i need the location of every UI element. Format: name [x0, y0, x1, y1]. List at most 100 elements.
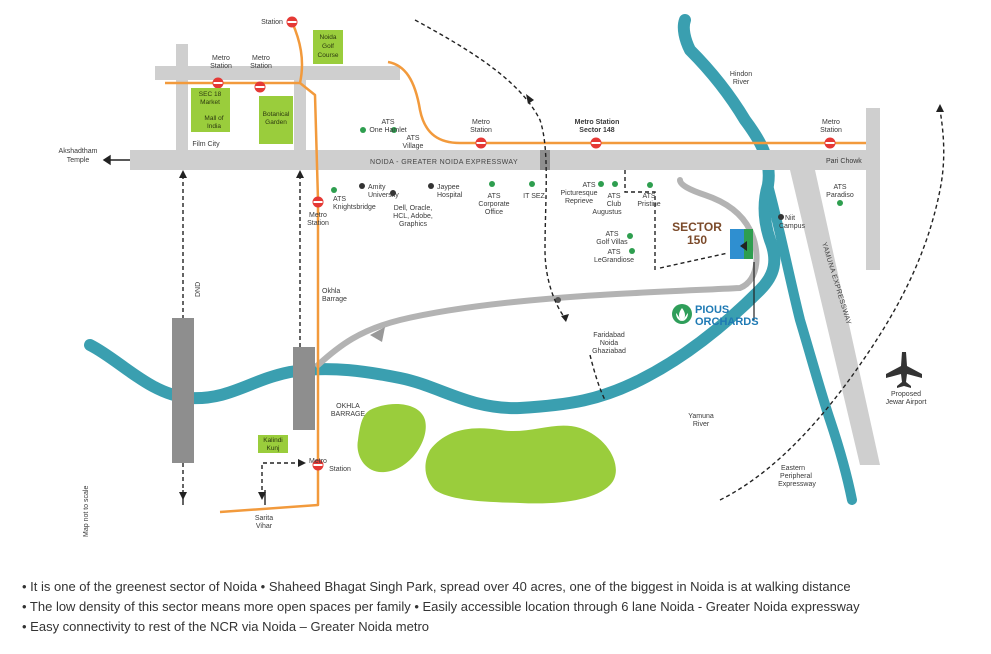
svg-text:Station: Station	[470, 127, 492, 134]
orchards-label: ORCHARDS	[695, 316, 759, 328]
feature-notes: • It is one of the greenest sector of No…	[22, 577, 982, 637]
svg-text:OKHLA: OKHLA	[336, 403, 360, 410]
svg-text:Station: Station	[820, 127, 842, 134]
svg-text:Metro: Metro	[309, 458, 327, 465]
metro-icon-4	[824, 137, 836, 149]
pious-label: PIOUS	[695, 304, 729, 316]
airplane-icon	[886, 352, 922, 388]
svg-text:Noida: Noida	[600, 340, 618, 347]
note-line-2: • The low density of this sector means m…	[22, 599, 860, 614]
svg-text:Faridabad: Faridabad	[593, 332, 625, 339]
pious-dash	[659, 252, 729, 269]
svg-text:River: River	[733, 79, 750, 86]
svg-text:Temple: Temple	[67, 157, 90, 164]
metro-line-top	[165, 21, 304, 85]
rivers	[84, 14, 857, 505]
svg-text:SEC 18: SEC 18	[199, 91, 222, 98]
svg-text:Augustus: Augustus	[592, 209, 622, 216]
road-vertical-left	[176, 44, 188, 152]
svg-text:Eastern: Eastern	[781, 465, 805, 472]
svg-text:ATS: ATS	[642, 193, 655, 200]
akshardham-arrow	[102, 154, 111, 166]
location-map: NOIDA - GREATER NOIDA EXPRESSWAY Noida G…	[59, 14, 945, 537]
svg-text:Barrage: Barrage	[322, 296, 347, 303]
svg-text:Noida: Noida	[320, 34, 337, 41]
note-line-3: • Easy connectivity to rest of the NCR v…	[22, 619, 429, 634]
svg-text:Golf: Golf	[322, 43, 334, 50]
svg-text:ATS: ATS	[605, 231, 618, 238]
svg-text:Hindon: Hindon	[730, 71, 752, 78]
svg-text:Niit: Niit	[785, 215, 795, 222]
svg-text:Village: Village	[403, 143, 424, 150]
svg-text:Campus: Campus	[779, 223, 806, 230]
svg-text:Course: Course	[318, 52, 339, 59]
svg-text:DND: DND	[195, 282, 202, 297]
svg-text:Station: Station	[250, 63, 272, 70]
kalindi-route	[261, 462, 298, 490]
hindon-river	[763, 180, 857, 505]
svg-text:Vihar: Vihar	[256, 523, 273, 530]
svg-text:University: University	[368, 192, 399, 199]
park-2	[425, 425, 616, 504]
svg-text:150: 150	[687, 233, 707, 247]
svg-text:Metro Station: Metro Station	[575, 119, 620, 126]
svg-text:LeGrandiose: LeGrandiose	[594, 257, 634, 264]
expressway-label: NOIDA - GREATER NOIDA EXPRESSWAY	[370, 159, 518, 166]
road-right-pari	[866, 108, 880, 270]
svg-text:Film City: Film City	[192, 141, 220, 148]
svg-text:Metro: Metro	[309, 212, 327, 219]
metro-icon-1	[212, 77, 224, 89]
svg-text:Office: Office	[485, 209, 503, 216]
poi-dots	[331, 127, 843, 254]
roads	[130, 44, 880, 465]
svg-text:Kalindi: Kalindi	[263, 437, 283, 444]
svg-text:Proposed: Proposed	[891, 391, 921, 398]
svg-text:Knightsbridge: Knightsbridge	[333, 204, 376, 211]
note-line-1: • It is one of the greenest sector of No…	[22, 579, 851, 594]
svg-text:India: India	[207, 123, 221, 130]
metro-icon-3	[475, 137, 487, 149]
faridabad-route-2	[589, 354, 606, 401]
botanical-box	[259, 96, 293, 144]
pious-logo-icon	[672, 304, 692, 324]
svg-text:Sector 148: Sector 148	[579, 127, 615, 134]
svg-text:Paradiso: Paradiso	[826, 192, 854, 199]
svg-text:Pristine: Pristine	[637, 201, 660, 208]
pious-orchards-marker	[730, 229, 755, 320]
svg-text:Metro: Metro	[212, 55, 230, 62]
connector-road	[315, 177, 760, 368]
svg-text:Pari Chowk: Pari Chowk	[826, 158, 862, 165]
svg-text:Station: Station	[261, 19, 283, 26]
svg-text:River: River	[693, 421, 710, 428]
solid-arrows	[102, 154, 266, 505]
svg-text:Kunj: Kunj	[266, 445, 279, 452]
svg-text:Market: Market	[200, 99, 220, 106]
expressway-road	[130, 150, 870, 170]
metro-icons	[212, 16, 836, 471]
svg-text:Okhla: Okhla	[322, 288, 340, 295]
svg-text:One Hamlet: One Hamlet	[369, 127, 406, 134]
svg-text:Metro: Metro	[822, 119, 840, 126]
parks	[357, 404, 616, 504]
svg-text:ATS: ATS	[582, 182, 595, 189]
svg-text:Dell, Oracle,: Dell, Oracle,	[394, 205, 433, 212]
yamuna-expressway-road	[790, 170, 880, 465]
metro-icon-2	[254, 81, 266, 93]
svg-text:IT SEZ: IT SEZ	[523, 193, 545, 200]
svg-text:Peripheral: Peripheral	[780, 473, 812, 480]
bridges	[172, 150, 550, 463]
svg-text:Station: Station	[307, 220, 329, 227]
svg-text:Jewar Airport: Jewar Airport	[886, 399, 927, 406]
eastern-peripheral	[719, 109, 945, 501]
svg-text:Jaypee: Jaypee	[437, 184, 460, 191]
junction-dot	[555, 297, 561, 303]
svg-text:Golf Villas: Golf Villas	[596, 239, 628, 246]
metro-line-aqua	[387, 60, 866, 145]
connector-arrow	[370, 327, 385, 342]
svg-text:Corporate: Corporate	[478, 201, 509, 208]
dashed-routes	[182, 19, 945, 501]
svg-text:Hospital: Hospital	[437, 192, 463, 199]
kalindi-box	[258, 435, 288, 453]
svg-text:Metro: Metro	[252, 55, 270, 62]
svg-text:ATS: ATS	[833, 184, 846, 191]
